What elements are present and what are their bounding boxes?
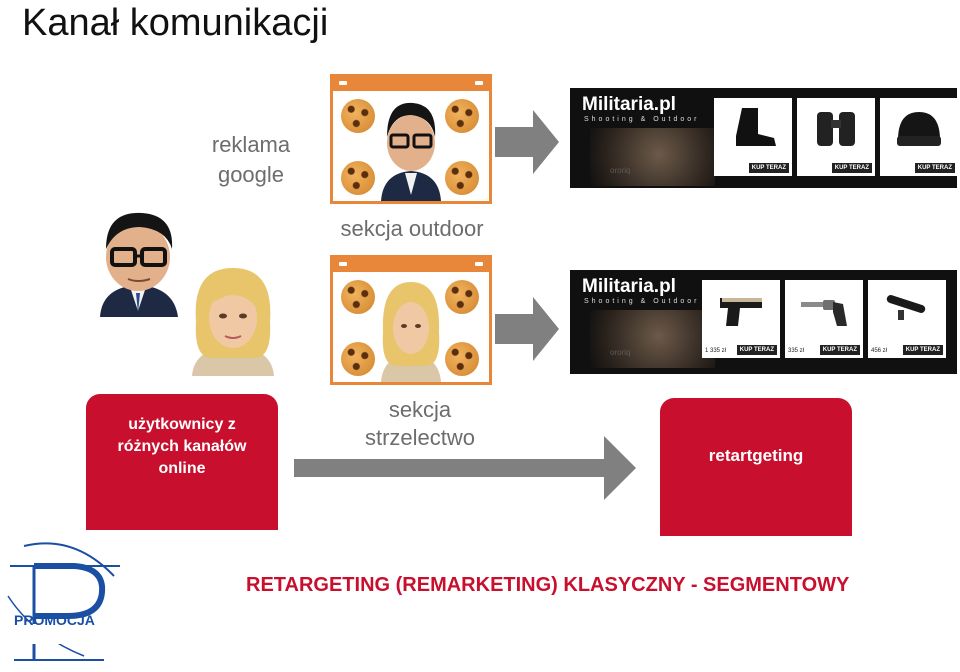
banner-logo: Militaria.pl [582,276,676,297]
cookie-icon [445,280,479,314]
arrow-right-icon [495,297,559,361]
product-card[interactable]: 1 335 zł KUP TERAZ [702,280,780,358]
footer-title: RETARGETING (REMARKETING) KLASYCZNY - SE… [246,574,850,596]
product-card[interactable]: 335 zł KUP TERAZ [785,280,863,358]
product-card[interactable]: 456 zł KUP TERAZ [868,280,946,358]
shooter-photo [590,310,715,368]
ad-banner-shooting[interactable]: Militaria.pl Shooting & Outdoor ororiq 1… [570,270,957,374]
woman-avatar-icon [192,268,274,376]
cookie-icon [445,161,479,195]
buy-button[interactable]: KUP TERAZ [819,345,860,355]
revolver-icon [801,300,847,326]
shooter-name: ororiq [610,348,631,357]
shooter-photo [590,128,715,186]
banner-tagline: Shooting & Outdoor [584,298,700,305]
banner-tagline: Shooting & Outdoor [584,116,700,123]
buy-button[interactable]: KUP TERAZ [831,163,872,173]
product-price: 335 zł [788,348,805,354]
users-box: użytkownicy z różnych kanałów online [86,394,278,530]
label-sekcja-outdoor: sekcja outdoor [340,216,484,241]
cookie-icon [445,342,479,376]
promocja-logo-text: PROMOCJA [14,612,95,628]
shooter-name: ororiq [610,166,631,175]
cookie-icon [341,99,375,133]
beanie-icon [897,112,941,146]
page-title: Kanał komunikacji [22,2,329,44]
browser-title-bar [333,77,489,91]
label-reklama-google: reklama google [211,132,291,187]
browser-window-shooting [330,255,492,385]
product-price: 456 zł [871,348,888,354]
arrow-right-icon [294,436,636,500]
arrow-right-icon [495,110,559,174]
cookie-icon [341,161,375,195]
browser-title-bar [333,258,489,272]
product-price: 1 335 zł [705,348,727,354]
binoculars-icon [817,112,855,146]
ad-banner-outdoor[interactable]: Militaria.pl Shooting & Outdoor ororiq K… [570,88,957,188]
browser-window-outdoor [330,74,492,204]
pistol-icon [720,298,762,326]
product-card[interactable]: KUP TERAZ [714,98,792,176]
rifle-scope-icon [886,295,926,320]
buy-button[interactable]: KUP TERAZ [748,163,789,173]
promocja-logo-icon [7,542,120,661]
man-avatar-icon [381,102,441,201]
retargeting-box: retartgeting [660,398,852,536]
buy-button[interactable]: KUP TERAZ [914,163,955,173]
cookie-icon [341,280,375,314]
product-card[interactable]: KUP TERAZ [797,98,875,176]
cookie-icon [341,342,375,376]
boots-icon [736,108,776,146]
label-sekcja-strzelectwo: sekcja strzelectwo [364,397,476,450]
buy-button[interactable]: KUP TERAZ [902,345,943,355]
buy-button[interactable]: KUP TERAZ [736,345,777,355]
cookie-icon [445,99,479,133]
banner-logo: Militaria.pl [582,94,676,115]
product-card[interactable]: KUP TERAZ [880,98,957,176]
man-avatar-icon [100,212,178,317]
woman-avatar-icon [381,282,441,382]
